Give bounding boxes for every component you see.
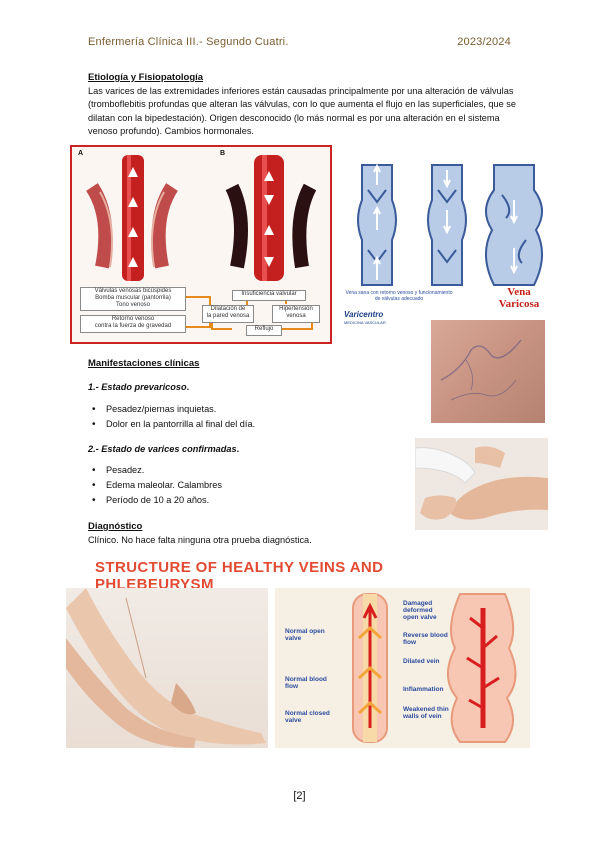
document-header-year: 2023/2024 [457, 36, 511, 48]
stage2-name: Estado de varices confirmadas [101, 444, 237, 454]
list-item: Pesadez. [88, 463, 222, 478]
label-reverse-flow: Reverse blood flow [403, 632, 448, 646]
legs-photo [66, 588, 268, 748]
vein-structure-illustration [352, 593, 517, 743]
visible-veins-overlay [440, 339, 522, 401]
list-item: Pesadez/piernas inquietas. [88, 402, 255, 417]
list-item: Dolor en la pantorrilla al final del día… [88, 417, 255, 432]
diagram-label-b: B [220, 150, 226, 157]
varicose-caption-line2: Varicosa [498, 298, 540, 310]
document-header-title: Enfermería Clínica III.- Segundo Cuatri. [88, 36, 289, 48]
varicentro-logo-subtitle: MEDICINA VASCULAR [344, 320, 386, 325]
label-inflammation: Inflammation [403, 686, 444, 693]
page-number: [2] [293, 790, 306, 802]
diagram-box-valves: Válvulas venosas bicúspides Bomba muscul… [80, 287, 186, 311]
diagram-label-a: A [78, 150, 84, 157]
diagram-box-return: Retorno venoso contra la fuerza de grave… [80, 315, 186, 333]
healthy-vein-caption: Vena sana con retorno venoso y funcionam… [345, 290, 453, 302]
varicentro-logo: Varicentro [344, 310, 384, 319]
label-dilated-vein: Dilated vein [403, 658, 440, 665]
list-item: Edema maleolar. Calambres [88, 478, 222, 493]
stage1-number: 1.- [88, 382, 99, 392]
foot-exam-photo [414, 438, 548, 530]
diagnosis-heading: Diagnóstico [88, 521, 143, 532]
diagram-box-dilation: Dilatación de la pared venosa [202, 305, 254, 323]
varicose-skin-photo [431, 320, 545, 423]
etiology-paragraph: Las varices de las extremidades inferior… [88, 86, 516, 137]
diagnosis-text: Clínico. No hace falta ninguna otra prue… [88, 535, 312, 545]
label-normal-closed-valve: Normal closed valve [285, 710, 330, 724]
stage2-symptom-list: Pesadez. Edema maleolar. Calambres Perío… [88, 463, 222, 508]
vein-comparison-illustration [357, 163, 543, 286]
vein-structure-diagram: Normal open valve Normal blood flow Norm… [275, 588, 530, 748]
stage2-title: 2.- Estado de varices confirmadas. [88, 444, 240, 454]
varicose-vein-caption: Vena Varicosa [484, 286, 554, 310]
stage1-name: Estado prevaricoso [101, 382, 187, 392]
vein-comparison-figure: Vena sana con retorno venoso y funcionam… [344, 160, 554, 328]
foot-exam-illustration [414, 438, 548, 530]
label-normal-open-valve: Normal open valve [285, 628, 325, 642]
stage2-number: 2.- [88, 444, 99, 454]
diagram-box-hypertension: Hipertensión venosa [272, 305, 320, 323]
varicose-caption-line1: Vena [507, 286, 531, 298]
stage1-symptom-list: Pesadez/piernas inquietas. Dolor en la p… [88, 402, 255, 432]
list-item: Período de 10 a 20 años. [88, 493, 222, 508]
diagram-box-insufficiency: Insuficiencia valvular [232, 290, 306, 301]
legs-illustration [66, 588, 266, 748]
diagram-box-reflux: Reflujo [246, 325, 282, 336]
etiology-heading: Etiología y Fisiopatología [88, 72, 204, 83]
venous-pump-diagram: A B [70, 145, 332, 344]
manifestations-heading: Manifestaciones clínicas [88, 358, 200, 369]
label-damaged-valve: Damaged deformed open valve [403, 600, 437, 621]
label-normal-blood-flow: Normal blood flow [285, 676, 327, 690]
stage1-title: 1.- Estado prevaricoso. [88, 382, 190, 392]
label-weakened-walls: Weakened thin walls of vein [403, 706, 449, 720]
